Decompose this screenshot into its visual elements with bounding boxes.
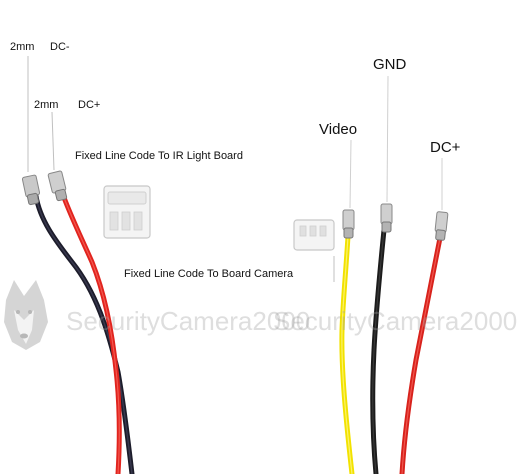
right-terminal-dc-plus bbox=[434, 211, 449, 241]
ir-board-connector bbox=[103, 185, 151, 239]
left-red-wire bbox=[59, 189, 122, 474]
watermark-text-2: SecurityCamera2000 bbox=[273, 306, 517, 336]
label-dc-minus: DC- bbox=[50, 41, 70, 53]
leader-dc-plus bbox=[51, 111, 55, 171]
label-dc-minus-size: 2mm bbox=[10, 41, 35, 53]
label-dc-plus-size: 2mm bbox=[34, 99, 59, 111]
right-red-wire bbox=[399, 235, 443, 474]
label-video: Video bbox=[319, 121, 358, 138]
leader-video bbox=[349, 139, 352, 209]
left-terminal-dc-plus bbox=[47, 170, 68, 202]
husky-logo-watermark bbox=[4, 280, 48, 350]
left-terminal-dc-minus bbox=[21, 174, 41, 206]
board-camera-connector bbox=[293, 219, 335, 251]
right-terminal-video bbox=[342, 209, 355, 239]
wiring-photo bbox=[4, 56, 449, 474]
right-terminal-gnd bbox=[380, 203, 393, 233]
leader-gnd bbox=[386, 75, 389, 203]
right-yellow-wire bbox=[339, 233, 355, 474]
right-black-wire bbox=[370, 227, 387, 474]
label-dc-plus: DC+ bbox=[78, 99, 101, 111]
label-dc-plus-right: DC+ bbox=[430, 139, 461, 156]
label-ir-board: Fixed Line Code To IR Light Board bbox=[75, 150, 243, 162]
left-black-wire bbox=[33, 193, 135, 474]
label-board-camera: Fixed Line Code To Board Camera bbox=[124, 268, 294, 280]
watermark-text-1: SecurityCamera2000 bbox=[66, 306, 311, 336]
label-gnd: GND bbox=[373, 56, 407, 73]
